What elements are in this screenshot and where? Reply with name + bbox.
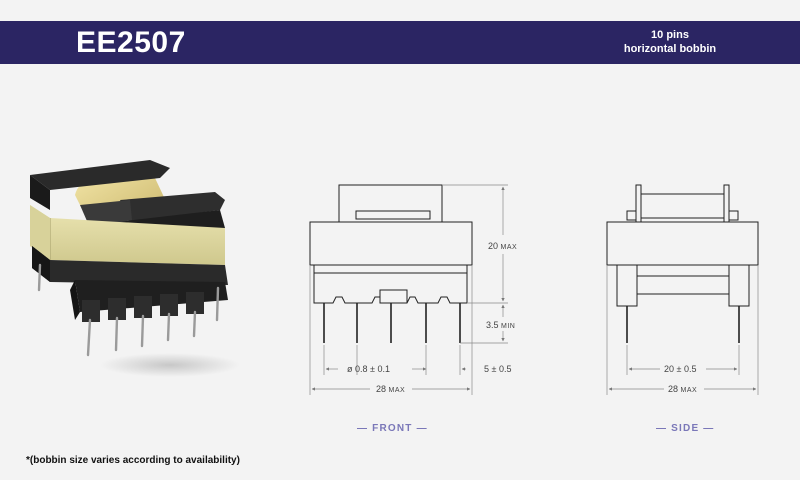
side-view-drawing	[606, 184, 759, 343]
side-width-value: 28	[668, 384, 678, 394]
front-pin-pitch: 5 ± 0.5	[484, 364, 511, 374]
side-view-dimension-labels: 20 ± 0.5 28 MAX	[664, 364, 697, 394]
product-subtitle: 10 pins horizontal bobbin	[590, 28, 750, 56]
front-view-dimensions	[309, 184, 508, 395]
side-view-label: — SIDE —	[656, 423, 715, 434]
front-height-value: 20	[488, 241, 498, 251]
bobbin-type-text: horizontal bobbin	[623, 43, 717, 55]
side-view-dimensions	[606, 265, 759, 395]
front-view-label: — FRONT —	[357, 423, 428, 434]
pin-count-text: 10 pins	[651, 29, 689, 41]
front-width-value: 28	[376, 384, 386, 394]
svg-text:20 MAX: 20 MAX	[488, 241, 517, 251]
front-pin-length-value: 3.5	[486, 320, 499, 330]
front-width-suffix: MAX	[389, 387, 406, 394]
front-pin-length-suffix: MIN	[501, 323, 515, 330]
svg-text:3.5 MIN: 3.5 MIN	[486, 320, 515, 330]
side-row-spacing: 20 ± 0.5	[664, 364, 696, 374]
front-pin-diameter: ø 0.8 ± 0.1	[347, 364, 390, 374]
product-title: EE2507	[76, 26, 186, 59]
svg-text:28 MAX: 28 MAX	[376, 384, 405, 394]
front-view-drawing	[309, 184, 473, 343]
side-width-suffix: MAX	[681, 387, 698, 394]
transformer-photo	[30, 160, 240, 377]
front-height-suffix: MAX	[501, 244, 518, 251]
header-banner: EE2507 10 pins horizontal bobbin	[0, 21, 800, 64]
front-view-dimension-labels: 20 MAX 3.5 MIN ø 0.8 ± 0.1 5 ± 0.5 28 MA…	[347, 241, 517, 394]
svg-text:28 MAX: 28 MAX	[668, 384, 697, 394]
footnote: *(bobbin size varies according to availa…	[26, 455, 240, 466]
